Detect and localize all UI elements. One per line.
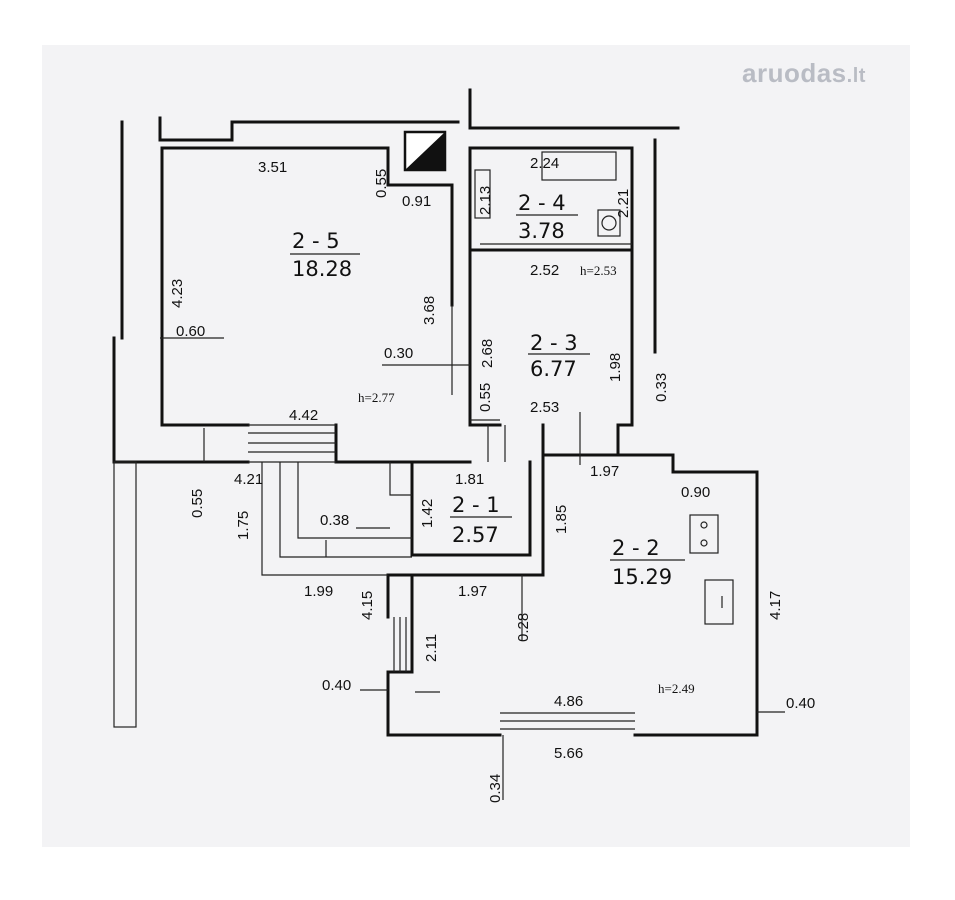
dim-label: 0.38	[320, 512, 349, 529]
dim-label: 1.97	[590, 463, 619, 480]
dim-label: 0.91	[402, 193, 431, 210]
dim-label: 1.98	[607, 353, 624, 382]
dim-label: 2.53	[530, 399, 559, 416]
room-labels: 2 - 5 18.28 2 - 4 3.78 2 - 3 6.77 2 - 1 …	[290, 191, 685, 589]
dim-label: 4.42	[289, 407, 318, 424]
height-2-4: h=2.53	[580, 263, 617, 278]
dim-label: 2.13	[477, 186, 494, 215]
dim-label: 2.24	[530, 155, 559, 172]
logo-name: aruodas	[742, 58, 847, 88]
room-2-3-id: 2 - 3	[530, 331, 578, 355]
logo-tld: .lt	[846, 65, 866, 87]
dim-label: 0.30	[384, 345, 413, 362]
plan-sheet	[42, 45, 910, 847]
room-2-4-area: 3.78	[518, 219, 565, 243]
dim-label: 4.21	[234, 471, 263, 488]
height-2-2: h=2.49	[658, 681, 695, 696]
room-2-1-id: 2 - 1	[452, 493, 500, 517]
dim-label: 2.52	[530, 262, 559, 279]
room-2-2-id: 2 - 2	[612, 536, 660, 560]
dim-label: 1.81	[455, 471, 484, 488]
dim-label: 3.68	[421, 296, 438, 325]
height-2-5: h=2.77	[358, 390, 395, 405]
dim-label: 0.60	[176, 323, 205, 340]
dim-label: 2.11	[423, 634, 440, 662]
dim-label: 0.55	[373, 169, 390, 198]
dim-label: 0.55	[477, 383, 494, 412]
room-2-4-id: 2 - 4	[518, 191, 566, 215]
dim-label: 1.42	[419, 499, 436, 528]
dimension-labels-vertical: 0.55 4.23 3.68 2.68 0.55 2.13 2.21 1.98 …	[169, 169, 784, 803]
room-2-1-area: 2.57	[452, 523, 499, 547]
dim-label: 0.90	[681, 484, 710, 501]
dim-label: 4.15	[359, 591, 376, 620]
dim-label: 1.97	[458, 583, 487, 600]
dim-label: 0.33	[653, 373, 670, 402]
dim-label: 0.28	[515, 613, 532, 642]
dim-label: 1.75	[235, 511, 252, 540]
dim-label: 5.66	[554, 745, 583, 762]
aruodas-logo: aruodas.lt	[742, 58, 866, 89]
dim-label: 3.51	[258, 159, 287, 176]
dim-label: 4.17	[767, 591, 784, 620]
dim-label: 0.40	[786, 695, 815, 712]
details	[113, 130, 785, 800]
room-2-2-area: 15.29	[612, 565, 672, 589]
dim-label: 4.23	[169, 279, 186, 308]
room-2-5-id: 2 - 5	[292, 229, 340, 253]
dim-label: 4.86	[554, 693, 583, 710]
dim-label: 2.68	[479, 339, 496, 368]
dim-label: 0.34	[487, 774, 504, 803]
dim-label: 1.85	[553, 505, 570, 534]
dim-label: 2.21	[615, 189, 632, 218]
dimension-labels: 3.51 0.91 0.60 0.30 4.42 2.24 2.52 2.53 …	[176, 155, 815, 762]
dim-label: 0.55	[189, 489, 206, 518]
room-2-5-area: 18.28	[292, 257, 352, 281]
dim-label: 1.99	[304, 583, 333, 600]
dim-label: 0.40	[322, 677, 351, 694]
ceiling-heights: h=2.77 h=2.53 h=2.49	[358, 263, 695, 696]
room-2-3-area: 6.77	[530, 357, 577, 381]
